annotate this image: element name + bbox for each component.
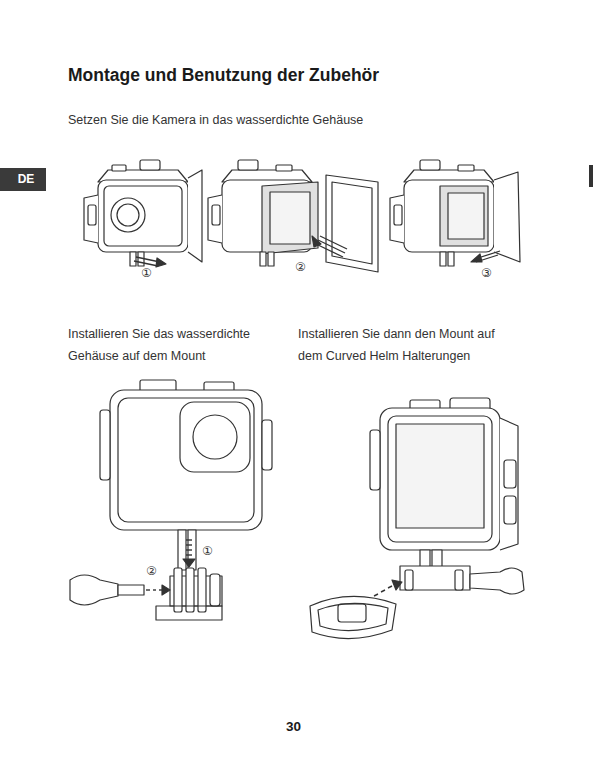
language-tab: DE [0,168,46,191]
instruction-text: Setzen Sie die Kamera in das wasserdicht… [68,112,363,128]
callout-number: ① [202,544,213,559]
callout-number: ② [146,564,157,579]
instruction-text: Installieren Sie dann den Mount auf dem … [298,323,510,367]
tab-label: DE [18,172,35,187]
callout-number: ② [295,260,306,275]
page-title: Montage und Benutzung der Zubehör [68,64,379,86]
page-number: 30 [286,718,301,735]
callout-number: ① [141,266,152,281]
callout-number: ③ [481,266,492,281]
instruction-text: Installieren Sie das wasserdichte Gehäus… [68,323,290,367]
